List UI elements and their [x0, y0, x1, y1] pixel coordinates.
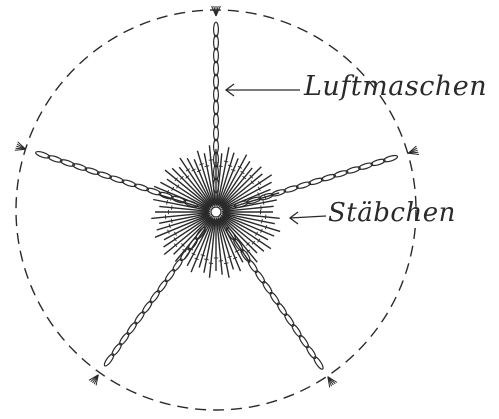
chain-link [291, 323, 303, 338]
stitch-burst-center [151, 145, 280, 277]
chain-link [269, 291, 281, 306]
staebchen-label: Stäbchen [328, 198, 456, 228]
chain-link [305, 345, 317, 360]
chain-link [312, 356, 324, 371]
stitch-crossbar [263, 200, 264, 204]
chain-link [126, 321, 138, 336]
chain-link [261, 280, 273, 295]
yarn-end-arm-right [408, 146, 419, 155]
stitch-crossbar [265, 225, 266, 229]
chain-link [110, 342, 122, 357]
chain-link [141, 300, 153, 315]
chain-link [283, 313, 295, 328]
luftmaschen-arrow [226, 84, 300, 96]
stitch-crossbar [204, 259, 208, 260]
chain-link [156, 279, 168, 294]
stitch-crossbar [228, 165, 232, 166]
chain-link [164, 268, 176, 283]
stitch-crossbar [171, 219, 172, 223]
stitch-crossbar [171, 196, 172, 200]
stitch-crossbar [205, 166, 209, 167]
stitch-crossbar [167, 200, 168, 204]
staebchen-arrow [290, 212, 326, 224]
yarn-end-arm-bottom-right [328, 377, 337, 388]
stitch-crossbar [228, 256, 232, 257]
stitch-crossbar [165, 215, 166, 219]
stitch-crossbar [172, 206, 173, 210]
chain-link [383, 154, 398, 163]
chain-stitch-arm-bottom-left [89, 226, 207, 385]
luftmaschen-label: Luftmaschen [304, 71, 487, 102]
chain-link [35, 150, 50, 159]
chain-link [254, 270, 266, 285]
stitch-crossbar [262, 219, 263, 223]
stitch-crossbar [224, 263, 228, 264]
stitch-crossbar [201, 255, 205, 256]
chain-link [276, 302, 288, 317]
stitch-crossbar [169, 224, 170, 228]
yarn-end-arm-left [15, 142, 26, 150]
chain-link [149, 289, 161, 304]
chain-link [171, 258, 183, 273]
stitch-crossbar [265, 195, 266, 199]
stitch-crossbar [199, 164, 203, 165]
chain-link [298, 334, 310, 349]
center-ring [211, 207, 221, 217]
chain-link [103, 353, 115, 368]
chain-link [133, 310, 145, 325]
chain-link [118, 331, 130, 346]
stitch-crossbar [224, 161, 228, 162]
yarn-end-arm-bottom-left [89, 375, 98, 386]
yarn-end-arm-top [212, 6, 221, 16]
